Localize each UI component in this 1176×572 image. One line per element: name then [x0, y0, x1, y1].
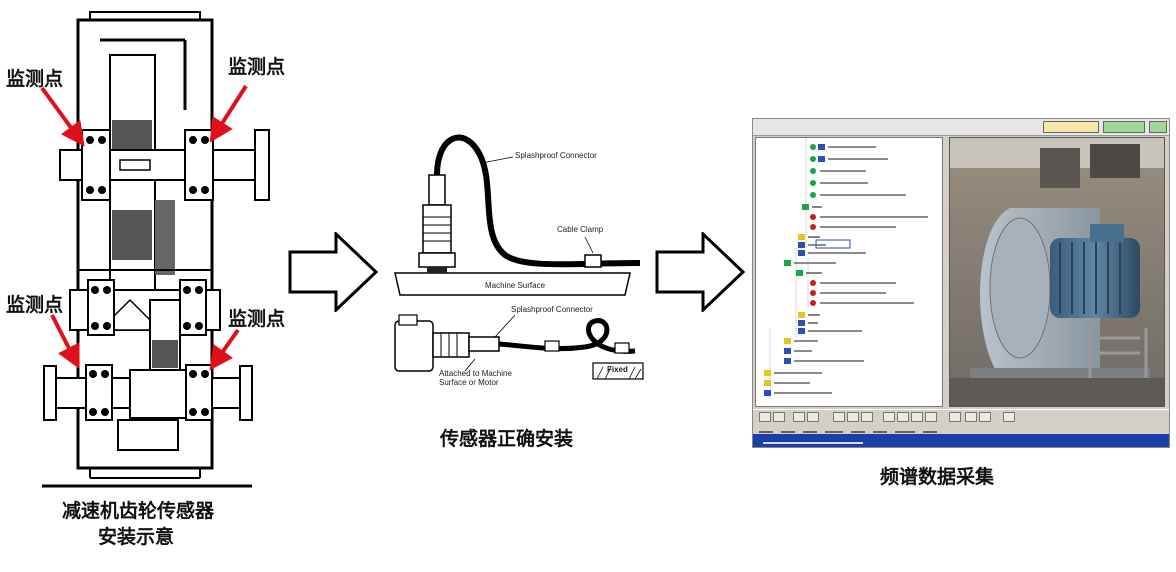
middle-caption: 传感器正确安装 — [440, 428, 574, 450]
tree-node-icon — [810, 180, 816, 186]
toolbar-button — [861, 412, 873, 422]
hollow-arrow-2 — [655, 232, 746, 312]
software-title-bar — [753, 119, 1169, 136]
fixed-label: Fixed — [607, 365, 628, 374]
tree-node-icon — [798, 250, 805, 256]
monitor-arrows — [40, 84, 248, 371]
tree-text-lines — [774, 146, 928, 394]
menu-bar-items — [759, 431, 937, 433]
tree-node-icon — [818, 144, 825, 150]
tree-node-icon — [798, 312, 805, 318]
toolbar-button — [883, 412, 895, 422]
tree-node-icon — [784, 338, 791, 344]
software-menu-bar — [753, 422, 1169, 433]
monitor-point-label-tl: 监测点 — [6, 68, 64, 90]
toolbar-button — [949, 412, 961, 422]
splashproof-connector-top-label: Splashproof Connector — [515, 151, 597, 160]
tree-node-icon — [798, 328, 805, 334]
tree-node-icon — [810, 214, 816, 220]
tree-node-icon — [764, 370, 771, 376]
tree-node-icon — [810, 290, 816, 296]
cable-clamp-label: Cable Clamp — [557, 225, 604, 234]
software-top-button-3 — [1149, 121, 1167, 133]
toolbar-button — [897, 412, 909, 422]
tree-node-icon — [810, 192, 816, 198]
equipment-photo — [949, 137, 1165, 407]
hollow-arrow-1 — [288, 232, 379, 312]
tree-node-icon — [810, 144, 816, 150]
toolbar-button — [807, 412, 819, 422]
machine-surface-label: Machine Surface — [485, 281, 546, 290]
tree-node-icon — [798, 320, 805, 326]
monitor-point-label-tr: 监测点 — [228, 56, 286, 78]
tree-node-icon — [784, 260, 791, 266]
sensor-install-diagram: Splashproof Connector Cable Clamp Machin… — [385, 125, 645, 395]
left-caption-line1: 减速机齿轮传感器 — [62, 500, 215, 522]
gearbox-drawing — [42, 11, 270, 488]
tree-node-icon — [798, 234, 805, 240]
gearbox-diagram: 监测点 监测点 监测点 监测点 减速机齿轮传感器 安装示意 — [0, 0, 300, 568]
toolbar-button — [925, 412, 937, 422]
software-top-button-1 — [1043, 121, 1099, 133]
toolbar-button — [911, 412, 923, 422]
tree-node-icon — [802, 204, 809, 210]
splashproof-connector-bottom-label: Splashproof Connector — [511, 305, 593, 314]
tree-node-icon — [784, 348, 791, 354]
attached-label-line1: Attached to Machine — [439, 369, 512, 378]
tree-node-icon — [798, 242, 805, 248]
software-tree-view — [755, 137, 943, 407]
software-taskbar — [753, 434, 1169, 447]
tree-node-icon — [784, 358, 791, 364]
tree-node-icon — [796, 270, 803, 276]
tree-node-icon — [810, 280, 816, 286]
software-screenshot — [752, 118, 1170, 448]
equipment-photo-drawing — [950, 138, 1164, 406]
toolbar-button — [759, 412, 771, 422]
sensor-drawing — [394, 134, 644, 380]
software-toolbar — [753, 409, 1169, 422]
toolbar-button — [773, 412, 785, 422]
tree-node-icon — [764, 390, 771, 396]
toolbar-button — [847, 412, 859, 422]
monitor-point-label-bl: 监测点 — [6, 294, 64, 316]
tree-node-icon — [764, 380, 771, 386]
attached-label-line2: Surface or Motor — [439, 378, 499, 387]
right-caption: 频谱数据采集 — [880, 466, 995, 488]
toolbar-button — [979, 412, 991, 422]
tree-node-icon — [810, 168, 816, 174]
tree-node-icon — [810, 224, 816, 230]
toolbar-button — [833, 412, 845, 422]
tree-node-icon — [810, 300, 816, 306]
taskbar-text — [763, 442, 863, 444]
left-caption-line2: 安装示意 — [98, 526, 175, 548]
tree-node-icon — [818, 156, 825, 162]
toolbar-button — [793, 412, 805, 422]
software-top-button-2 — [1103, 121, 1145, 133]
monitor-point-label-br: 监测点 — [228, 308, 286, 330]
tree-node-icon — [810, 156, 816, 162]
toolbar-button — [1003, 412, 1015, 422]
toolbar-button — [965, 412, 977, 422]
